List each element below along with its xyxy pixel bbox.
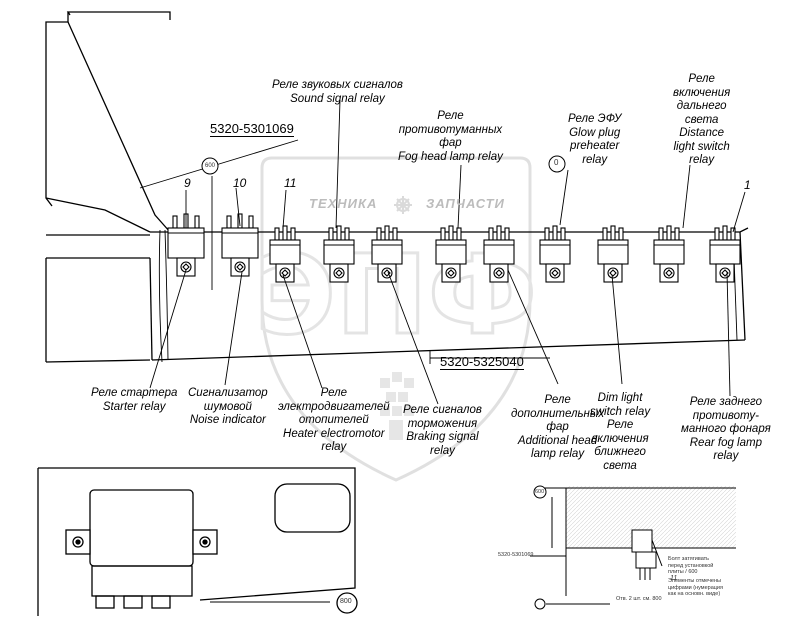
detail-callout-11: 11 <box>670 575 678 582</box>
relay-11 <box>709 225 741 283</box>
callout-600-top: 600 <box>205 163 216 169</box>
leader-lines <box>139 99 746 405</box>
cab-outline <box>45 11 171 363</box>
relay-10 <box>653 225 685 283</box>
watermark-right-text: ЗАПЧАСТИ <box>426 196 505 211</box>
part-number-panel: 5320-5325040 <box>440 354 524 370</box>
relay-5 <box>371 225 403 283</box>
relay-6 <box>435 225 467 283</box>
relay-4 <box>323 225 355 283</box>
part-number-bracket: 5320-5301069 <box>210 121 294 137</box>
callout-circles <box>201 155 566 175</box>
callout-11: 11 <box>284 176 297 190</box>
relay-panel <box>149 227 749 363</box>
callout-800: 800 <box>340 598 352 605</box>
relay-9 <box>597 225 629 283</box>
relay-row <box>167 213 741 283</box>
relay-2 <box>221 213 259 277</box>
detail-bottom-note: Отв. 2 шт. см. 800 <box>616 596 662 602</box>
callout-0: 0 <box>554 158 559 167</box>
relay-1 <box>167 213 205 277</box>
callout-9: 9 <box>184 176 191 190</box>
callout-10: 10 <box>233 176 247 190</box>
callout-600-detail: 600 <box>535 489 545 495</box>
detail-left <box>37 467 358 616</box>
relay-8 <box>539 225 571 283</box>
detail-part-label: 5320-5301069 <box>498 552 534 558</box>
watermark-left-text: ТЕХНИКА <box>309 196 378 211</box>
relay-7 <box>483 225 515 283</box>
detail-right <box>530 485 736 610</box>
callout-1: 1 <box>744 178 751 192</box>
relay-3 <box>269 225 301 283</box>
